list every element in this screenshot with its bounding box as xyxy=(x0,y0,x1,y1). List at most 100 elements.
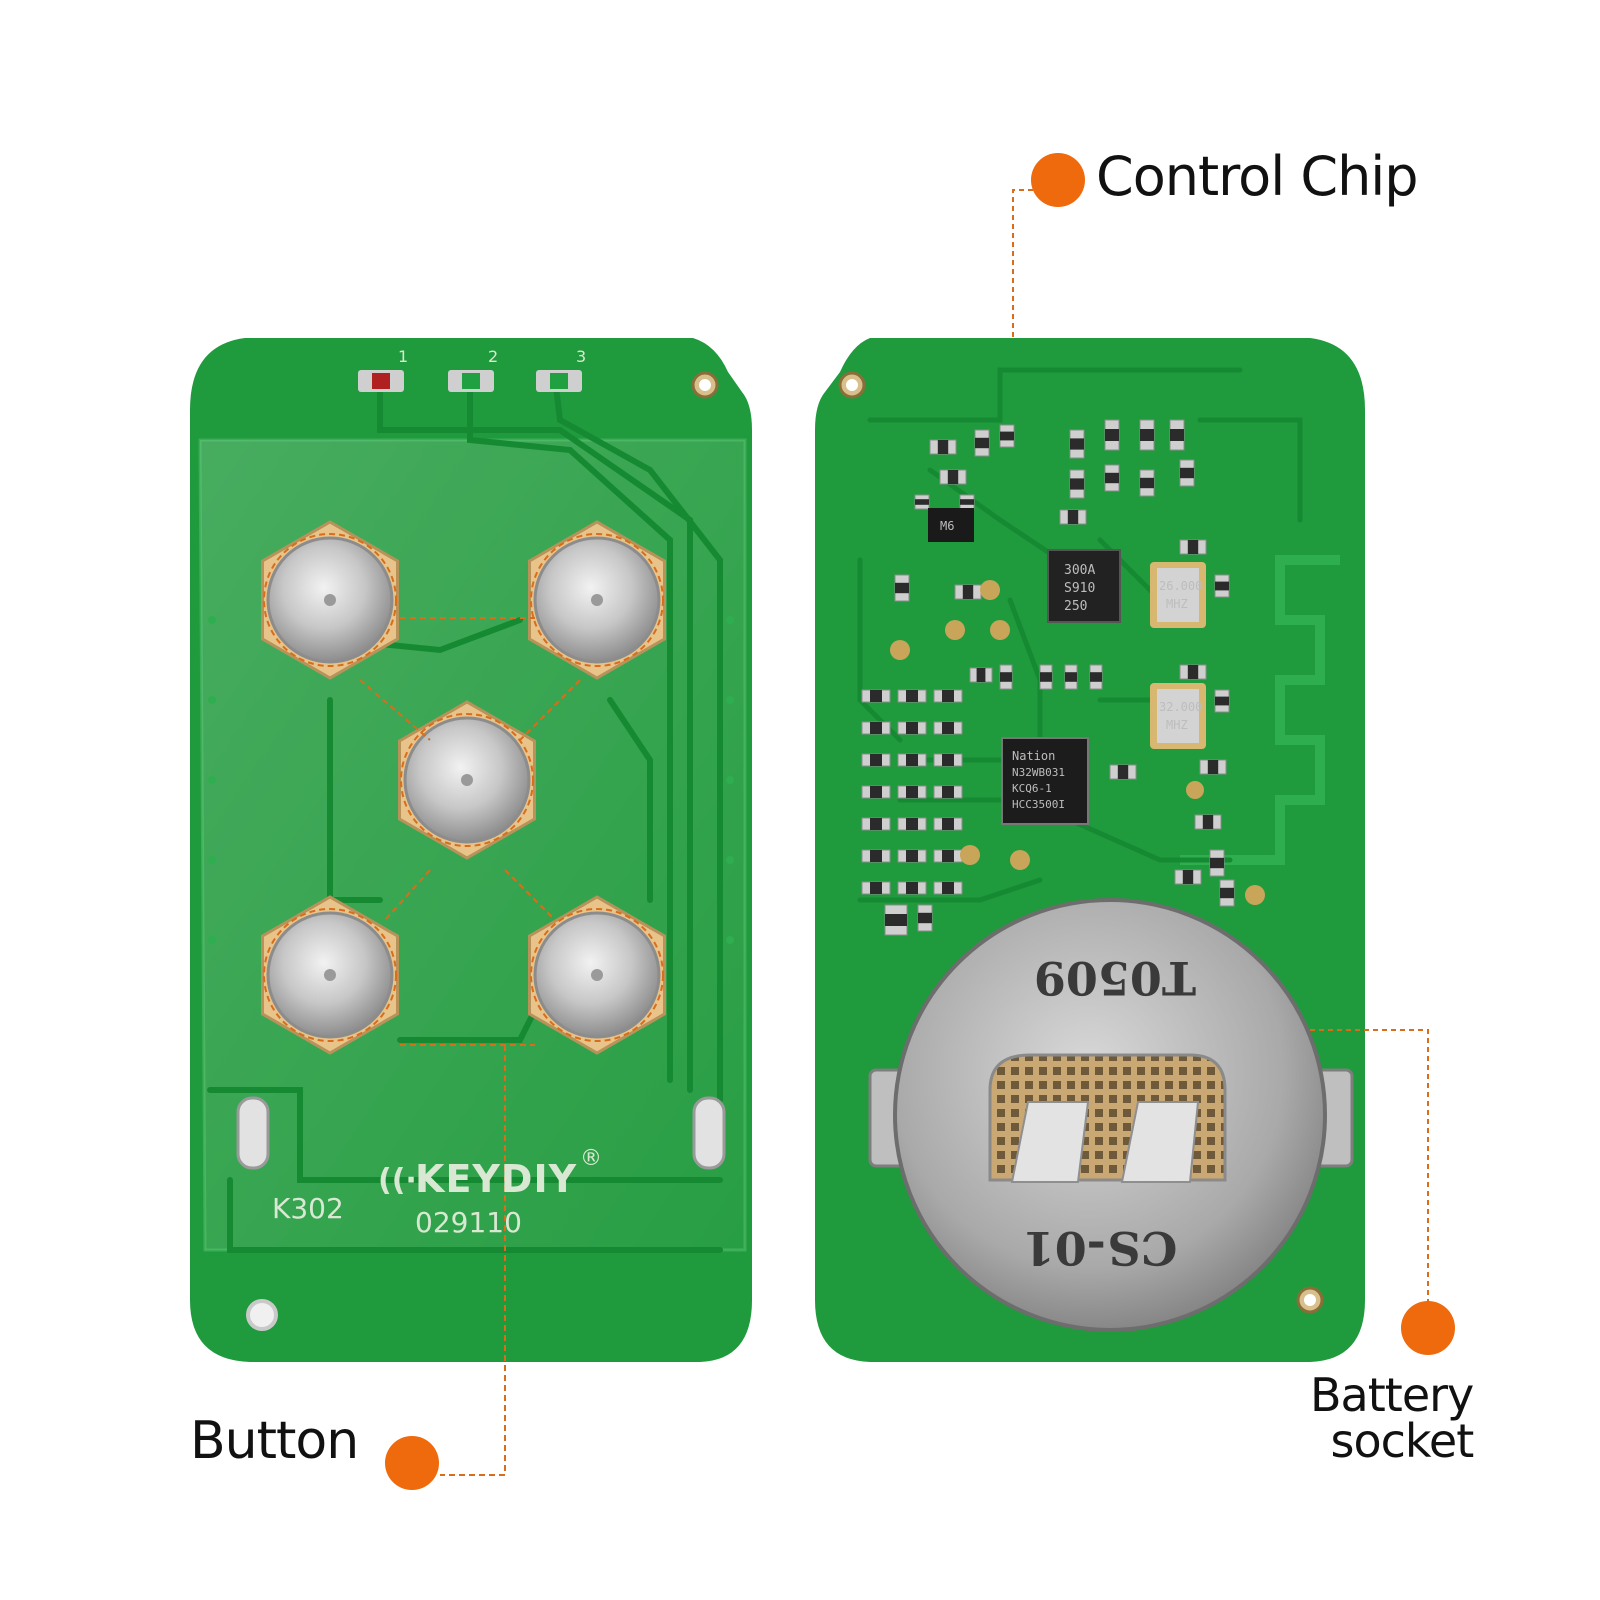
smd-part xyxy=(1174,869,1202,885)
front-pcb: 1 2 3 ((· KEYDIY ® K302 029110 xyxy=(190,338,752,1476)
smd-part xyxy=(914,494,930,510)
tactile-button xyxy=(398,700,536,860)
ic-small xyxy=(928,508,974,542)
smd-part xyxy=(917,904,933,932)
smd-part xyxy=(861,881,891,895)
smd-part xyxy=(1064,664,1078,690)
brand-logo-icon: ((· xyxy=(378,1163,417,1198)
control-chip: Nation N32WB031 KCQ6-1 HCC3500I xyxy=(1001,737,1089,825)
control-chip-text: KCQ6-1 xyxy=(1012,782,1052,795)
mounting-hole xyxy=(246,1299,278,1331)
rf-chip-text: S910 xyxy=(1064,581,1095,596)
smd-part xyxy=(969,667,993,683)
mounting-hole xyxy=(1304,1294,1316,1306)
smd-part xyxy=(933,817,963,831)
callout-label-button: Button xyxy=(190,1411,359,1471)
callout-label-battery-socket: Battery socket xyxy=(1310,1368,1475,1468)
smd-part xyxy=(1059,509,1087,525)
callout-dot xyxy=(1031,153,1085,207)
led-label: 1 xyxy=(398,347,408,366)
smd-part xyxy=(939,469,967,485)
rf-chip: 300A S910 250 xyxy=(1047,549,1121,623)
smd-part xyxy=(959,494,975,510)
contact-pad xyxy=(692,1096,726,1170)
smd-part xyxy=(933,849,963,863)
smd-components xyxy=(861,419,1235,936)
smd-part xyxy=(999,664,1013,690)
smd-part xyxy=(1089,664,1103,690)
button-connectors xyxy=(359,617,581,1476)
control-chip-text: Nation xyxy=(1012,749,1055,763)
ic-small-label: M6 xyxy=(940,519,954,533)
smd-part xyxy=(1214,574,1230,598)
back-pcb: M6 300A S910 250 26.000 MHZ 32.000 MHZ N… xyxy=(815,338,1365,1362)
model-text: K302 xyxy=(272,1192,344,1225)
callout-control-chip xyxy=(1012,153,1085,337)
smd-part xyxy=(897,689,927,703)
callout-button xyxy=(385,1436,439,1490)
tactile-button xyxy=(528,520,666,680)
smd-part xyxy=(861,721,891,735)
spring-contact xyxy=(1120,1101,1200,1183)
smd-part xyxy=(1219,879,1235,907)
crystal-text: MHZ xyxy=(1166,718,1188,732)
smd-part xyxy=(1039,664,1053,690)
callout-dot xyxy=(1401,1301,1455,1355)
smd-part xyxy=(933,753,963,767)
smd-part xyxy=(861,785,891,799)
led-label: 3 xyxy=(576,347,586,366)
spring-contact xyxy=(1010,1101,1090,1183)
smd-part xyxy=(1199,759,1227,775)
smd-part xyxy=(929,439,957,455)
smd-part xyxy=(897,817,927,831)
smd-part xyxy=(1139,419,1155,451)
smd-part xyxy=(974,429,990,457)
crystal-text: MHZ xyxy=(1166,597,1188,611)
smd-part xyxy=(897,785,927,799)
crystal-26mhz: 26.000 MHZ xyxy=(1150,562,1206,628)
smd-part xyxy=(861,689,891,703)
button-group xyxy=(261,520,666,1055)
smd-part xyxy=(1109,764,1137,780)
crystal-32mhz: 32.000 MHZ xyxy=(1150,683,1206,749)
smd-part xyxy=(1139,469,1155,497)
smd-part xyxy=(1209,849,1225,877)
callout-dot xyxy=(385,1436,439,1490)
tactile-button xyxy=(528,895,666,1055)
smd-part xyxy=(861,849,891,863)
callout-label-battery-line1: Battery xyxy=(1310,1368,1474,1422)
antenna-trace xyxy=(1180,555,1340,865)
battery-top-text: T0509 xyxy=(1034,951,1196,1005)
battery-bottom-text: CS-01 xyxy=(1023,1221,1178,1275)
smd-part xyxy=(884,904,908,936)
smd-part xyxy=(1214,689,1230,713)
smd-part xyxy=(1104,464,1120,492)
led-label: 2 xyxy=(488,347,498,366)
callout-battery xyxy=(1310,1029,1455,1355)
smd-part xyxy=(1179,459,1195,487)
brand-text: KEYDIY xyxy=(415,1157,577,1201)
smd-part xyxy=(933,721,963,735)
front-vias xyxy=(208,616,734,944)
smd-part xyxy=(954,584,982,600)
smd-part xyxy=(897,721,927,735)
smd-part xyxy=(999,424,1015,448)
smd-part xyxy=(933,689,963,703)
test-pads xyxy=(890,580,1265,905)
battery-socket: T0509 CS-01 xyxy=(868,898,1354,1332)
smd-part xyxy=(897,849,927,863)
crystal-text: 26.000 xyxy=(1159,579,1202,593)
mounting-hole xyxy=(699,379,711,391)
smd-part xyxy=(897,753,927,767)
smd-part xyxy=(1069,469,1085,499)
crystal-text: 32.000 xyxy=(1159,700,1202,714)
contact-pad xyxy=(236,1096,270,1170)
control-chip-text: HCC3500I xyxy=(1012,798,1065,811)
callout-label-battery-line2: socket xyxy=(1330,1414,1475,1468)
tactile-button xyxy=(261,895,399,1055)
smd-part xyxy=(1194,814,1222,830)
control-chip-text: N32WB031 xyxy=(1012,766,1065,779)
registered-mark: ® xyxy=(580,1146,602,1171)
smd-part xyxy=(894,574,910,602)
smd-part xyxy=(1069,429,1085,459)
